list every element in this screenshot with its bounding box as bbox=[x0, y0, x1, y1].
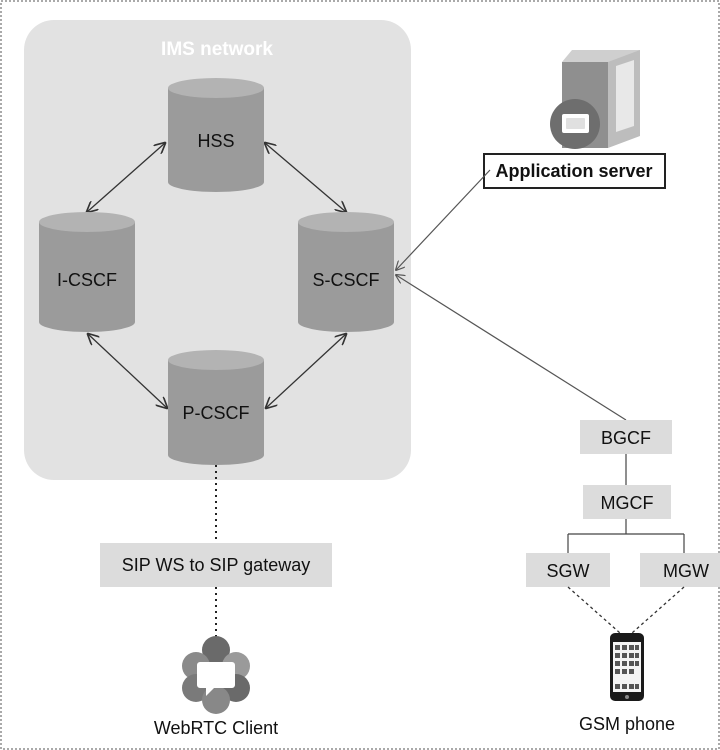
sgw-phone-link bbox=[567, 586, 621, 634]
mgw-box: MGW bbox=[640, 553, 720, 587]
mgcf-box: MGCF bbox=[583, 485, 671, 519]
mgcf-label: MGCF bbox=[601, 493, 654, 513]
bgcf-label: BGCF bbox=[601, 428, 651, 448]
application-server-label: Application server bbox=[495, 161, 652, 181]
sip-gateway-label: SIP WS to SIP gateway bbox=[122, 555, 310, 575]
mgw-phone-link bbox=[631, 586, 685, 634]
application-server-box: Application server bbox=[483, 153, 666, 189]
server-icon bbox=[550, 50, 640, 149]
scscf-label: S-CSCF bbox=[313, 270, 380, 290]
hss-scscf-link bbox=[265, 143, 346, 212]
bgcf-box: BGCF bbox=[580, 420, 672, 454]
sgw-box: SGW bbox=[526, 553, 610, 587]
pcscf-label: P-CSCF bbox=[183, 403, 250, 423]
gsm-phone-label: GSM phone bbox=[579, 714, 675, 734]
hss-label: HSS bbox=[197, 131, 234, 151]
hss-node: HSS bbox=[168, 78, 264, 192]
hss-icscf-link bbox=[87, 143, 165, 212]
pcscf-node: P-CSCF bbox=[168, 350, 264, 465]
icscf-node: I-CSCF bbox=[39, 212, 135, 332]
scscf-node: S-CSCF bbox=[298, 212, 394, 332]
appserver-scscf-link bbox=[396, 169, 491, 270]
scscf-pcscf-link bbox=[266, 334, 346, 408]
webrtc-logo-icon bbox=[182, 636, 250, 714]
sip-gateway-box: SIP WS to SIP gateway bbox=[100, 543, 332, 587]
icscf-label: I-CSCF bbox=[57, 270, 117, 290]
sgw-label: SGW bbox=[547, 561, 590, 581]
bgcf-scscf-link bbox=[396, 275, 627, 421]
mobile-phone-icon bbox=[610, 633, 644, 701]
ims-network-title: IMS network bbox=[161, 39, 273, 60]
ims-connectors bbox=[87, 143, 346, 408]
mgw-label: MGW bbox=[663, 561, 709, 581]
webrtc-client-label: WebRTC Client bbox=[154, 718, 278, 738]
icscf-pcscf-link bbox=[88, 334, 167, 408]
